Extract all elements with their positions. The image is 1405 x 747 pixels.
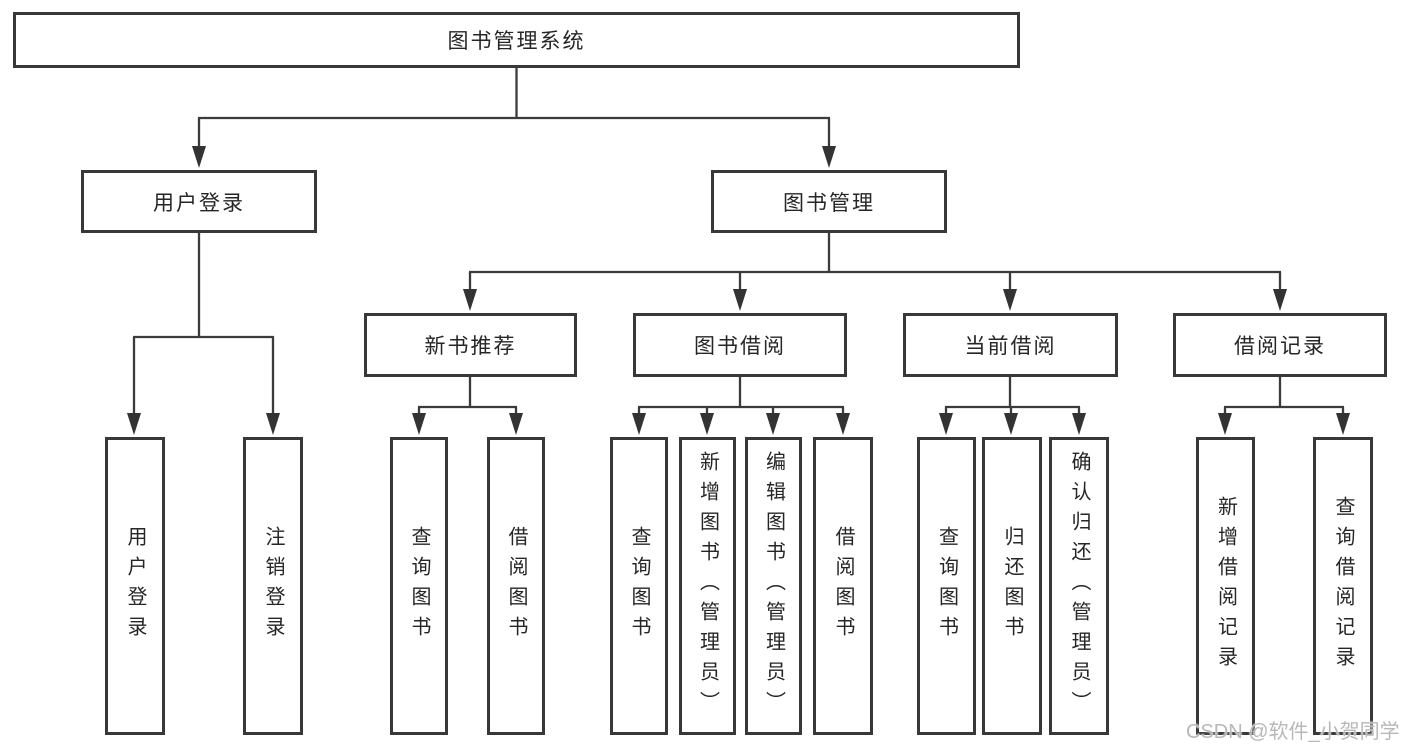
node-current-borrowing: 当前借阅	[903, 313, 1118, 377]
leaf-borrow-edit-books-admin: 编辑图书（管理员）	[745, 437, 802, 735]
leaf-records-add-record: 新增借阅记录	[1196, 437, 1255, 735]
leaf-current-query-books: 查询图书	[917, 437, 976, 735]
leaf-user-login: 用户登录	[105, 437, 165, 735]
node-book-borrowing: 图书借阅	[633, 313, 847, 377]
leaf-current-return-books: 归还图书	[982, 437, 1042, 735]
node-new-book-recommend: 新书推荐	[364, 313, 577, 377]
leaf-borrow-add-books-admin: 新增图书（管理员）	[679, 437, 736, 735]
leaf-logout: 注销登录	[243, 437, 303, 735]
node-library-system: 图书管理系统	[13, 12, 1020, 68]
leaf-recommend-query-books: 查询图书	[390, 437, 448, 735]
csdn-watermark: CSDN @软件_小贺同学	[1186, 721, 1400, 743]
leaf-current-confirm-return-admin: 确认归还（管理员）	[1049, 437, 1109, 735]
node-book-management: 图书管理	[711, 170, 947, 233]
node-user-login: 用户登录	[81, 170, 317, 233]
leaf-recommend-borrow-books: 借阅图书	[487, 437, 545, 735]
leaf-borrow-query-books: 查询图书	[610, 437, 668, 735]
leaf-borrow-borrow-books: 借阅图书	[813, 437, 873, 735]
leaf-records-query-record: 查询借阅记录	[1313, 437, 1373, 735]
node-borrowing-records: 借阅记录	[1173, 313, 1387, 377]
